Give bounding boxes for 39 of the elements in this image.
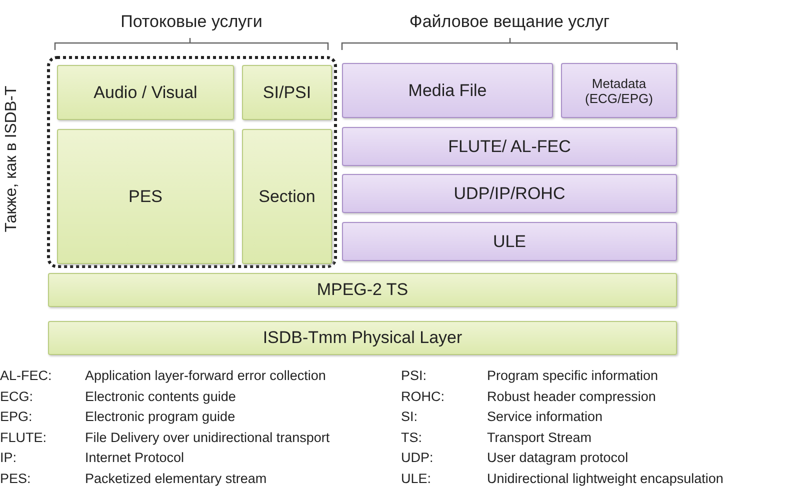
abbreviation-definition: Unidirectional lightweight encapsulation <box>487 470 724 486</box>
layer-box: PES <box>57 129 234 264</box>
group-heading: Файловое вещание услуг <box>408 12 611 32</box>
layer-box: FLUTE/ AL-FEC <box>342 127 677 166</box>
abbreviation: PES: <box>0 470 31 486</box>
abbreviation-definition: Robust header compression <box>487 388 656 404</box>
abbreviation: UDP: <box>401 450 434 465</box>
abbreviation: AL-FEC: <box>0 368 52 383</box>
dotted-group-box <box>47 56 337 268</box>
abbreviation-definition: Application layer-forward error collection <box>85 368 326 383</box>
abbreviation-definition: Internet Protocol <box>85 450 184 465</box>
layer-box: UDP/IP/ROHC <box>342 174 677 213</box>
abbreviation: PSI: <box>401 368 427 383</box>
abbreviation: IP: <box>0 450 17 465</box>
layer-box: Section <box>242 129 332 264</box>
abbreviation: EPG: <box>0 409 32 424</box>
abbreviation-definition: Electronic contents guide <box>85 388 236 404</box>
group-heading: Потоковые услуги <box>120 12 264 32</box>
abbreviation-definition: User datagram protocol <box>487 450 628 465</box>
abbreviation-definition: Electronic program guide <box>85 409 236 424</box>
layer-box: Metadata (ECG/EPG) <box>561 63 677 118</box>
abbreviation: FLUTE: <box>0 430 47 444</box>
abbreviation-definition: Packetized elementary stream <box>85 470 267 486</box>
abbreviation: ROHC: <box>401 388 444 404</box>
layer-box: MPEG-2 TS <box>48 273 677 307</box>
abbreviation-definition: File Delivery over unidirectional transport <box>85 430 330 444</box>
layer-box: SI/PSI <box>242 65 332 120</box>
layer-box: ISDB-Tmm Physical Layer <box>48 321 677 355</box>
abbreviation: SI: <box>401 409 418 424</box>
abbreviation: TS: <box>401 430 422 444</box>
abbreviation: ULE: <box>401 470 432 486</box>
abbreviation-definition: Service information <box>487 409 603 424</box>
abbreviation-definition: Program specific information <box>487 368 658 383</box>
side-note: Также, как в ISDB-T <box>3 84 21 234</box>
abbreviation: ECG: <box>0 388 34 404</box>
abbreviation-definition: Transport Stream <box>487 430 592 444</box>
layer-box: Media File <box>342 63 553 118</box>
layer-box: Audio / Visual <box>57 65 234 120</box>
layer-box: ULE <box>342 222 677 261</box>
